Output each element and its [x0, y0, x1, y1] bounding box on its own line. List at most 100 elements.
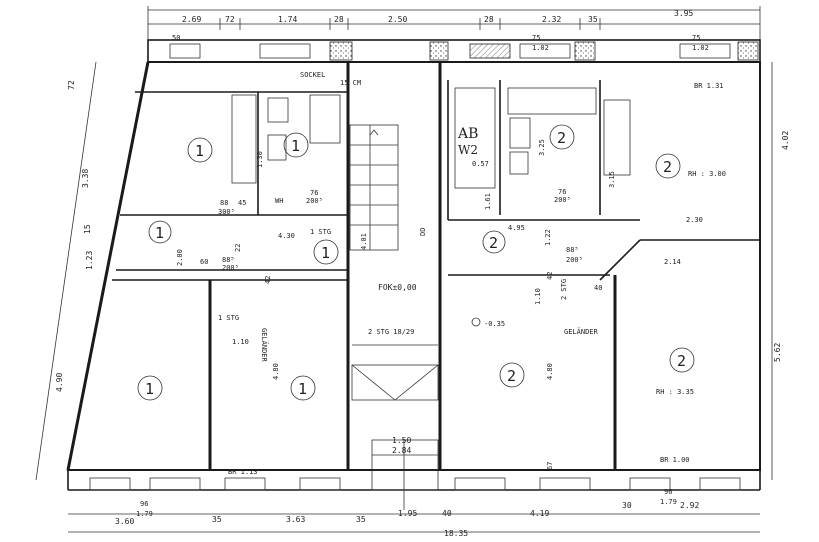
dim-057: 0.57: [472, 160, 489, 168]
left-dimension-line: 72 3.38 15 1.23 4.90: [35, 61, 97, 481]
dim-76b: 76: [558, 188, 566, 196]
bottom-dim-6: 40: [442, 509, 452, 518]
bottom-dim-4: 35: [356, 515, 366, 524]
unit-1-f: 1: [298, 380, 307, 398]
dim-480a: 4.80: [272, 363, 280, 380]
win-dim-75b: 75: [692, 34, 700, 42]
unit-1-c: 1: [321, 244, 330, 262]
bottom-dim-7: 4.19: [530, 509, 549, 518]
outer-walls: [66, 61, 761, 491]
top-facade: 50 75 1.02 75 1.02: [147, 34, 761, 63]
unit-1-d: 1: [155, 224, 164, 242]
dim-401: 4.01: [360, 233, 368, 250]
top-dim-3: 1.74: [278, 15, 297, 24]
dim-1stg-b: 1 STG: [218, 314, 239, 322]
bottom-dim-8: 30: [622, 501, 632, 510]
top-dim-8: 35: [588, 15, 598, 24]
dim-45: 45: [238, 199, 246, 207]
br-top-label: BR 1.31: [694, 82, 724, 90]
dim-1stg: 1 STG: [310, 228, 331, 236]
rh-bottom-label: RH : 3.35: [656, 388, 694, 396]
dim-161: 1.61: [484, 193, 492, 210]
dim-214: 2.14: [664, 258, 681, 266]
dim-88c: 88⁵: [566, 246, 579, 254]
unit-2-c: 2: [489, 234, 498, 252]
unit-1-a: 1: [195, 142, 204, 160]
bottom-dim-2: 35: [212, 515, 222, 524]
dim-42b: 42: [546, 272, 554, 280]
dim-200d: 200⁵: [566, 256, 583, 264]
interior-walls: [112, 62, 760, 470]
handwritten-w2: W2: [458, 143, 478, 157]
fok-label: FOK±0,00: [378, 283, 417, 292]
unit-1-b: 1: [291, 137, 300, 155]
dim-315: 3.15: [608, 171, 616, 188]
dim-430: 4.30: [278, 232, 295, 240]
top-dim-9: 3.95: [674, 9, 693, 18]
dim-495: 4.95: [508, 224, 525, 232]
dim-200: 2.00: [176, 249, 184, 266]
left-dim-123: 1.23: [85, 251, 94, 270]
total-width: 18.35: [444, 529, 468, 538]
top-dim-5: 2.50: [388, 15, 407, 24]
dim-22: 22: [234, 244, 242, 252]
dim-200c: 200⁵: [554, 196, 571, 204]
bottom-dim-3: 3.63: [286, 515, 305, 524]
level-label: -0.35: [484, 320, 505, 328]
left-dim-490: 4.90: [55, 373, 64, 392]
dim-110b: 1.10: [534, 288, 542, 305]
top-dim-1: 2.69: [182, 15, 201, 24]
dim-300: 300⁵: [218, 208, 235, 216]
bottom-win-96a: 96: [140, 500, 148, 508]
dim-67: 67: [546, 462, 554, 470]
rh-top-label: RH : 3.00: [688, 170, 726, 178]
dim-dd: DD: [419, 228, 427, 236]
dim-230: 2.30: [686, 216, 703, 224]
top-dim-7: 2.32: [542, 15, 561, 24]
dim-88a: 88: [220, 199, 228, 207]
gelaender-right: GELÄNDER: [564, 327, 599, 336]
bottom-win-179b: 1.79: [660, 498, 677, 506]
dim-2stg: 2 STG: [560, 279, 568, 300]
top-dim-2: 72: [225, 15, 235, 24]
bottom-dimension-line: 3.60 35 3.63 35 1.95 40 4.19 30 2.92 18.…: [68, 501, 760, 538]
staircase: 1.50 2.84 2 STG 18/29: [349, 124, 439, 510]
sockel-height: 15 CM: [340, 79, 361, 87]
bottom-dim-9: 2.92: [680, 501, 699, 510]
level-marker: [471, 317, 481, 327]
win-dim-102b: 1.02: [692, 44, 709, 52]
unit-markers: 1 1 1 1 1 1 2 2 2 2 2: [137, 124, 695, 401]
stair-label-2stg: 2 STG 18/29: [368, 328, 414, 336]
bottom-win-96b: 96: [664, 488, 672, 496]
win-dim-75a: 75: [532, 34, 540, 42]
dim-40: 40: [594, 284, 602, 292]
top-dim-6: 28: [484, 15, 494, 24]
top-dimension-line: 2.69 72 1.74 28 2.50 28 2.32 35 3.95: [147, 6, 761, 44]
br-bottom-right: BR 1.00: [660, 456, 690, 464]
dim-wh: WH: [275, 197, 283, 205]
bottom-dim-1: 3.60: [115, 517, 134, 526]
dim-200b: 200⁵: [222, 264, 239, 272]
dim-76a: 76: [310, 189, 318, 197]
left-dim-15: 15: [83, 224, 92, 234]
dim-480b: 4.80: [546, 363, 554, 380]
dim-130: 1.30: [256, 151, 264, 168]
dim-88b: 88⁵: [222, 256, 235, 264]
room-labels: SOCKEL 15 CM BR 1.31 RH : 3.00 FOK±0,00 …: [176, 71, 726, 476]
right-dim-402: 4.02: [781, 131, 790, 150]
right-dim-562: 5.62: [773, 343, 782, 362]
win-dim-50: 50: [172, 34, 180, 42]
dim-122: 1.22: [544, 229, 552, 246]
bottom-dim-5: 1.95: [398, 509, 417, 518]
dim-42: 42: [264, 276, 272, 284]
left-dim-72: 72: [67, 80, 76, 90]
unit-2-e: 2: [677, 352, 686, 370]
sockel-label: SOCKEL: [300, 71, 325, 79]
fixtures: [231, 87, 631, 189]
unit-1-e: 1: [145, 380, 154, 398]
left-dim-338: 3.38: [81, 169, 90, 188]
top-dim-4: 28: [334, 15, 344, 24]
dim-60: 60: [200, 258, 208, 266]
right-dimension-line: 4.02 5.62: [771, 62, 790, 480]
